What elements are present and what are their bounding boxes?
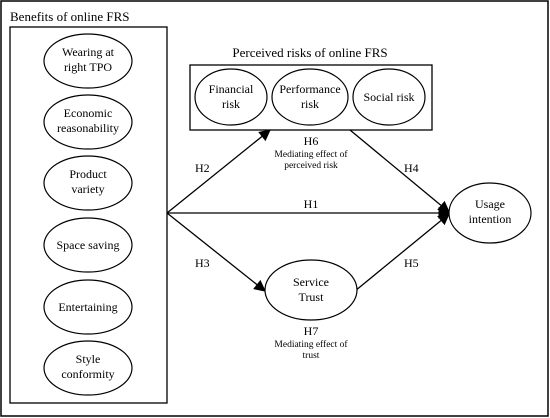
- benefit-label-6b: conformity: [61, 367, 114, 381]
- label-h3: H3: [195, 256, 210, 270]
- benefit-label-3a: Product: [69, 167, 107, 181]
- benefits-box: [9, 26, 168, 404]
- arrow-h5: [354, 213, 450, 292]
- label-h7-note-a: Mediating effect of: [274, 339, 348, 350]
- benefit-label-3b: variety: [71, 182, 104, 196]
- usage-intention-label-b: intention: [469, 212, 512, 226]
- label-h6-note-b: perceived risk: [284, 161, 338, 171]
- arrow-h3: [166, 212, 266, 292]
- risk-label-2b: risk: [301, 97, 319, 111]
- benefit-label-2a: Economic: [64, 106, 113, 120]
- risks-box-title: Perceived risks of online FRS: [232, 45, 387, 60]
- benefit-ellipse-2: Economic reasonability: [43, 94, 133, 150]
- label-h7: H7: [304, 324, 319, 338]
- risk-label-1a: Financial: [209, 82, 254, 96]
- label-h6: H6: [304, 134, 319, 148]
- benefit-label-4: Space saving: [57, 238, 120, 252]
- service-trust-label-a: Service: [293, 275, 329, 289]
- usage-intention-ellipse: Usage intention: [448, 182, 532, 244]
- service-trust-ellipse: Service Trust: [264, 259, 358, 321]
- benefit-ellipse-4: Space saving: [43, 217, 133, 273]
- benefit-ellipse-5: Entertaining: [43, 279, 133, 335]
- benefit-ellipse-6: Style conformity: [43, 340, 133, 396]
- benefit-label-2b: reasonability: [57, 121, 119, 135]
- usage-intention-label-a: Usage: [475, 197, 505, 211]
- label-h7-note-b: trust: [303, 351, 320, 361]
- risk-label-2a: Performance: [279, 82, 340, 96]
- benefit-ellipse-1: Wearing at right TPO: [43, 33, 133, 89]
- risk-label-1b: risk: [222, 97, 240, 111]
- benefit-ellipse-3: Product variety: [43, 155, 133, 211]
- risk-ellipse-social: Social risk: [352, 68, 426, 126]
- service-trust-label-b: Trust: [299, 290, 325, 304]
- risk-ellipse-performance: Performance risk: [271, 68, 349, 126]
- benefits-box-title: Benefits of online FRS: [10, 9, 130, 24]
- benefit-label-6a: Style: [76, 352, 101, 366]
- label-h6-note-a: Mediating effect of: [274, 149, 348, 160]
- label-h1: H1: [304, 197, 319, 211]
- risk-ellipse-financial: Financial risk: [194, 68, 268, 126]
- risks-box: [189, 64, 433, 131]
- arrow-h2: [166, 129, 271, 214]
- label-h4: H4: [404, 161, 419, 175]
- arrow-h4: [349, 129, 450, 213]
- risk-label-3: Social risk: [364, 90, 415, 104]
- benefit-label-1b: right TPO: [64, 60, 112, 74]
- benefit-label-1a: Wearing at: [62, 45, 115, 59]
- label-h5: H5: [404, 256, 419, 270]
- benefit-label-5: Entertaining: [58, 300, 117, 314]
- label-h2: H2: [195, 161, 210, 175]
